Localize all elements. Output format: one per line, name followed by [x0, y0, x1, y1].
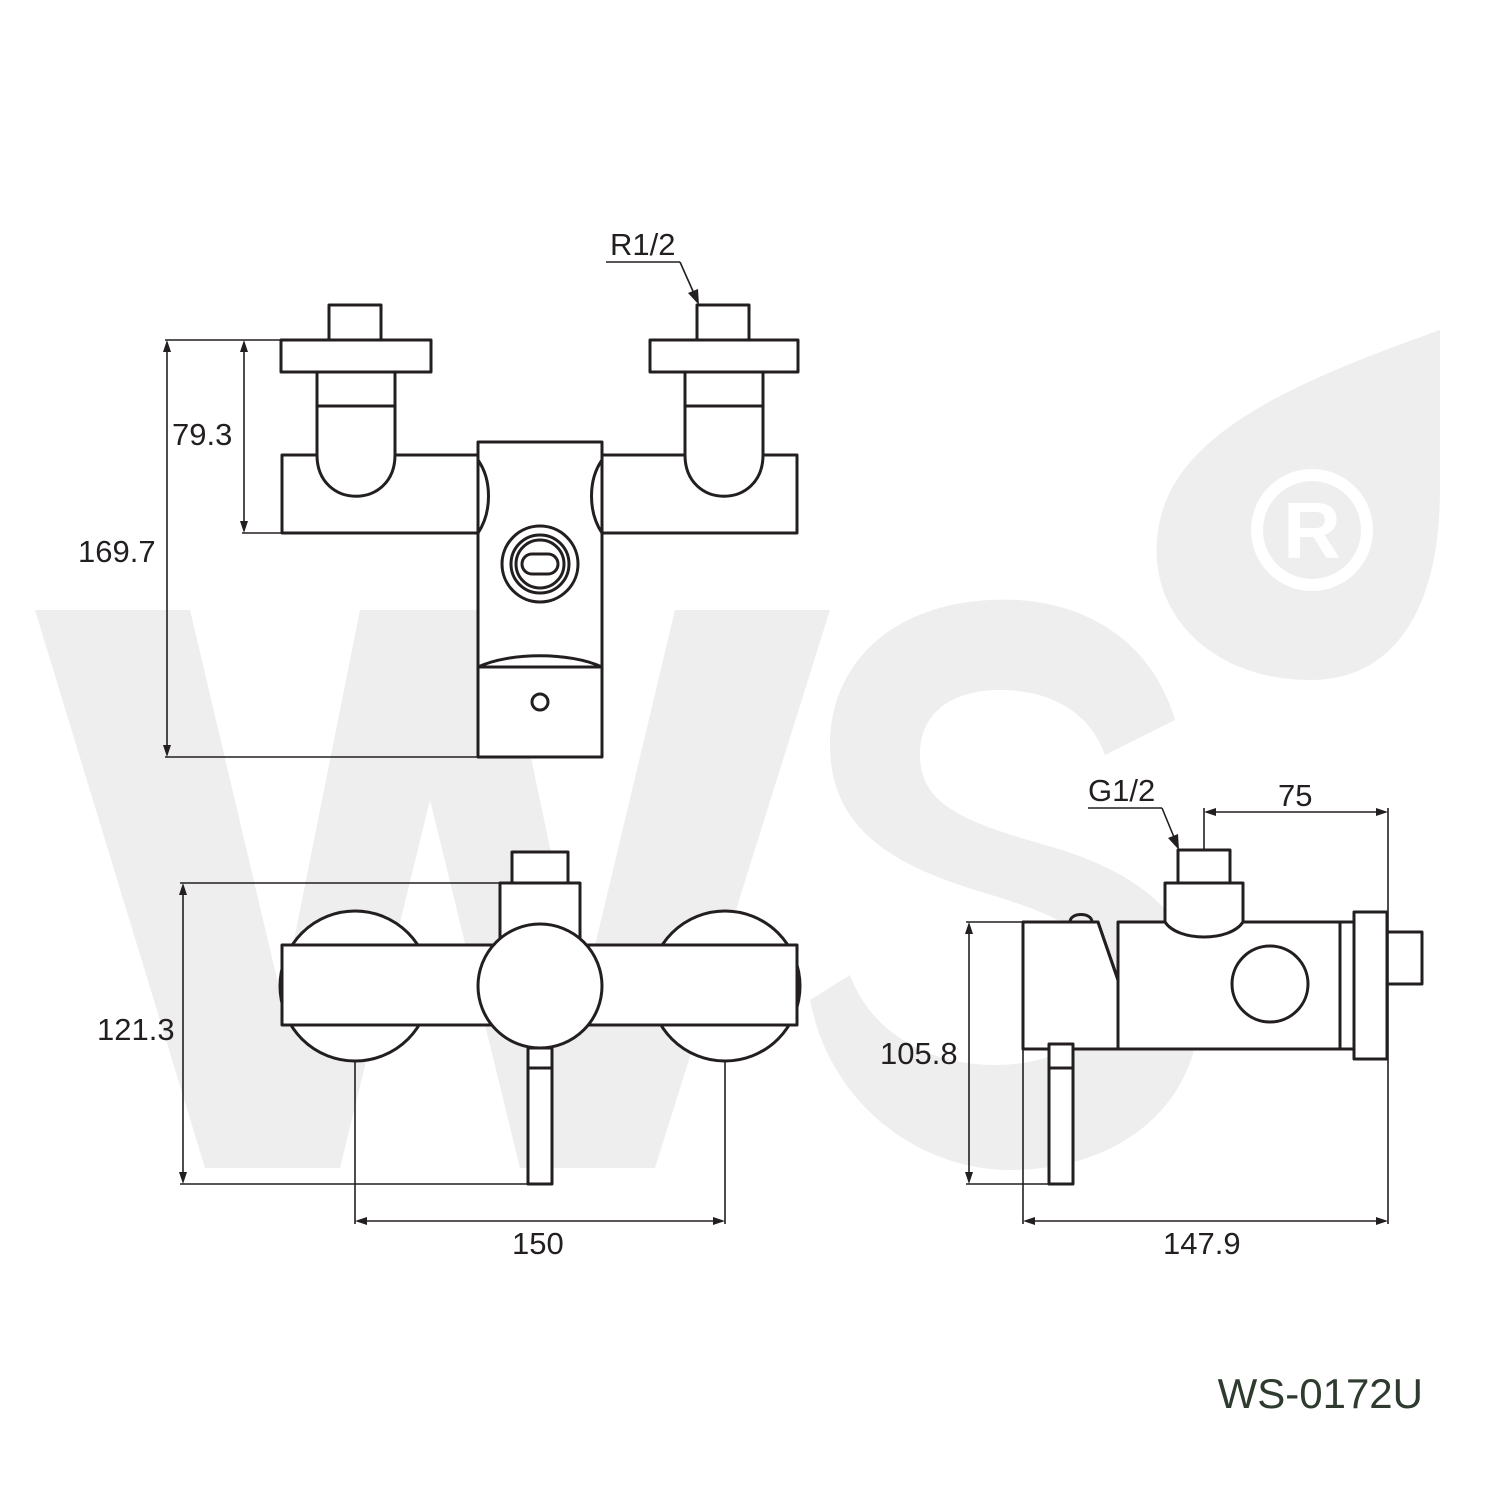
- top-left-flange: [279, 338, 433, 374]
- watermark-letter-s: [810, 599, 1200, 1170]
- top-left-thread: [327, 303, 383, 342]
- top-knob-slot: [520, 552, 560, 576]
- dim-169-arrow-bottom: [163, 745, 171, 757]
- watermark-letter-w: [35, 610, 830, 1168]
- front-lever: [526, 1046, 554, 1186]
- dim-75-label: 75: [1278, 778, 1312, 813]
- dim-150-arrow-left: [355, 1217, 367, 1225]
- front-thread: [510, 850, 570, 885]
- dim-79-arrow-bottom: [240, 521, 248, 533]
- watermark-registered-letter: R: [1283, 486, 1341, 575]
- dim-121-arrow-top: [179, 883, 187, 895]
- dim-169-arrow-top: [163, 340, 171, 352]
- side-top-thread: [1176, 848, 1232, 885]
- side-thread-label: G1/2: [1088, 773, 1155, 808]
- top-drain-hole: [530, 692, 550, 712]
- side-view: G1/2 75 105.8 147.9: [880, 773, 1424, 1261]
- side-wall-thread: [1385, 930, 1424, 986]
- front-center-knob: [476, 922, 604, 1050]
- side-wall-flange: [1352, 910, 1389, 1061]
- side-handle-cap: [1068, 913, 1094, 924]
- dim-79-label: 79.3: [172, 417, 232, 452]
- dim-105-label: 105.8: [880, 1036, 958, 1071]
- dim-121-label: 121.3: [97, 1012, 175, 1047]
- dim-147-label: 147.9: [1163, 1226, 1241, 1261]
- dim-79-arrow-top: [240, 340, 248, 352]
- side-handle-bevel: [1096, 920, 1120, 982]
- top-view: R1/2 79.3 169.7: [78, 227, 800, 759]
- dim-105-arrow-top: [965, 922, 973, 934]
- watermark-leaf: [1156, 330, 1440, 680]
- side-knob: [1230, 944, 1310, 1024]
- dim-121-arrow-bottom: [179, 1172, 187, 1184]
- front-view: 121.3 150: [97, 850, 802, 1261]
- top-right-thread: [695, 303, 751, 342]
- watermark-registered-ring: [1251, 469, 1373, 591]
- top-knob-ring: [509, 533, 571, 595]
- dim-147-arrow-right: [1376, 1217, 1388, 1225]
- top-knob-ring-inner: [514, 538, 566, 590]
- top-center-curve: [476, 654, 604, 669]
- dim-150-label: 150: [512, 1226, 564, 1261]
- top-knob-outer: [500, 524, 580, 604]
- dim-75-arrow-left: [1204, 808, 1216, 816]
- dim-150-arrow-right: [713, 1217, 725, 1225]
- side-top-union: [1163, 881, 1245, 939]
- top-thread-label: R1/2: [610, 227, 675, 262]
- dim-169-label: 169.7: [78, 534, 156, 569]
- top-thread-leader-arrow: [688, 289, 699, 305]
- dim-75-arrow-right: [1376, 808, 1388, 816]
- top-right-union: [683, 370, 765, 498]
- dim-105-arrow-bottom: [965, 1172, 973, 1184]
- side-handle: [1021, 920, 1120, 1051]
- top-left-union: [315, 370, 397, 498]
- side-thread-leader-arrow: [1168, 834, 1179, 850]
- side-lever: [1047, 1042, 1075, 1186]
- model-code: WS-0172U: [1218, 1370, 1423, 1417]
- dim-147-arrow-left: [1023, 1217, 1035, 1225]
- top-right-flange: [648, 338, 800, 374]
